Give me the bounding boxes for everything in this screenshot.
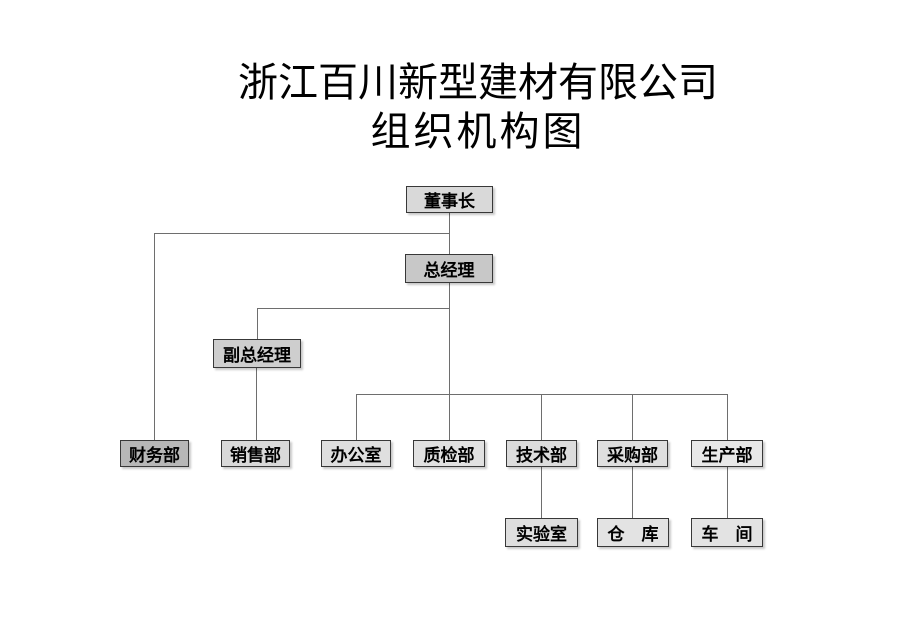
org-node-purchase: 采购部 — [597, 440, 668, 467]
page-title: 浙江百川新型建材有限公司 组织机构图 — [78, 58, 878, 156]
org-node-chairman: 董事长 — [406, 186, 493, 213]
connector-branch-finance-v — [154, 233, 155, 440]
connector-branch-dgm-v — [257, 308, 258, 339]
connector-drop-production — [727, 394, 728, 440]
chart-subtitle: 组织机构图 — [370, 109, 586, 154]
connector-drop-purchase — [632, 394, 633, 440]
org-node-finance: 财务部 — [120, 440, 189, 467]
org-node-finance-label: 财务部 — [129, 446, 180, 465]
org-node-qc-label: 质检部 — [423, 446, 475, 465]
org-node-lab: 实验室 — [505, 518, 578, 547]
org-node-lab-label: 实验室 — [516, 525, 567, 544]
org-node-gm-label: 总经理 — [423, 261, 475, 280]
org-node-dgm-label: 副总经理 — [223, 346, 291, 365]
org-node-dgm: 副总经理 — [213, 339, 301, 368]
connector-tech-lab — [541, 467, 542, 518]
org-node-warehouse-label: 仓 库 — [607, 525, 659, 544]
org-node-tech-label: 技术部 — [516, 446, 567, 465]
connector-drop-tech — [541, 394, 542, 440]
org-node-warehouse: 仓 库 — [597, 518, 669, 547]
org-node-workshop-label: 车 间 — [701, 525, 753, 544]
connector-dgm-sales — [256, 368, 257, 440]
org-node-purchase-label: 采购部 — [607, 446, 658, 465]
org-node-chairman-label: 董事长 — [424, 192, 475, 211]
connector-branch-dgm-h — [257, 308, 450, 309]
connector-purchase-warehouse — [632, 467, 633, 518]
org-node-gm: 总经理 — [405, 254, 493, 283]
org-node-workshop: 车 间 — [691, 518, 763, 547]
org-node-qc: 质检部 — [413, 440, 485, 467]
connector-gm-trunk — [449, 283, 450, 440]
org-node-office: 办公室 — [321, 440, 391, 467]
org-node-tech: 技术部 — [506, 440, 577, 467]
connector-branch-finance-h — [154, 233, 450, 234]
org-node-sales-label: 销售部 — [230, 446, 281, 465]
org-node-office-label: 办公室 — [330, 446, 382, 465]
org-node-sales: 销售部 — [221, 440, 290, 467]
company-name: 浙江百川新型建材有限公司 — [238, 60, 718, 105]
connector-drop-office — [356, 394, 357, 440]
org-node-production: 生产部 — [691, 440, 763, 467]
connector-production-workshop — [727, 467, 728, 518]
org-node-production-label: 生产部 — [701, 446, 753, 465]
